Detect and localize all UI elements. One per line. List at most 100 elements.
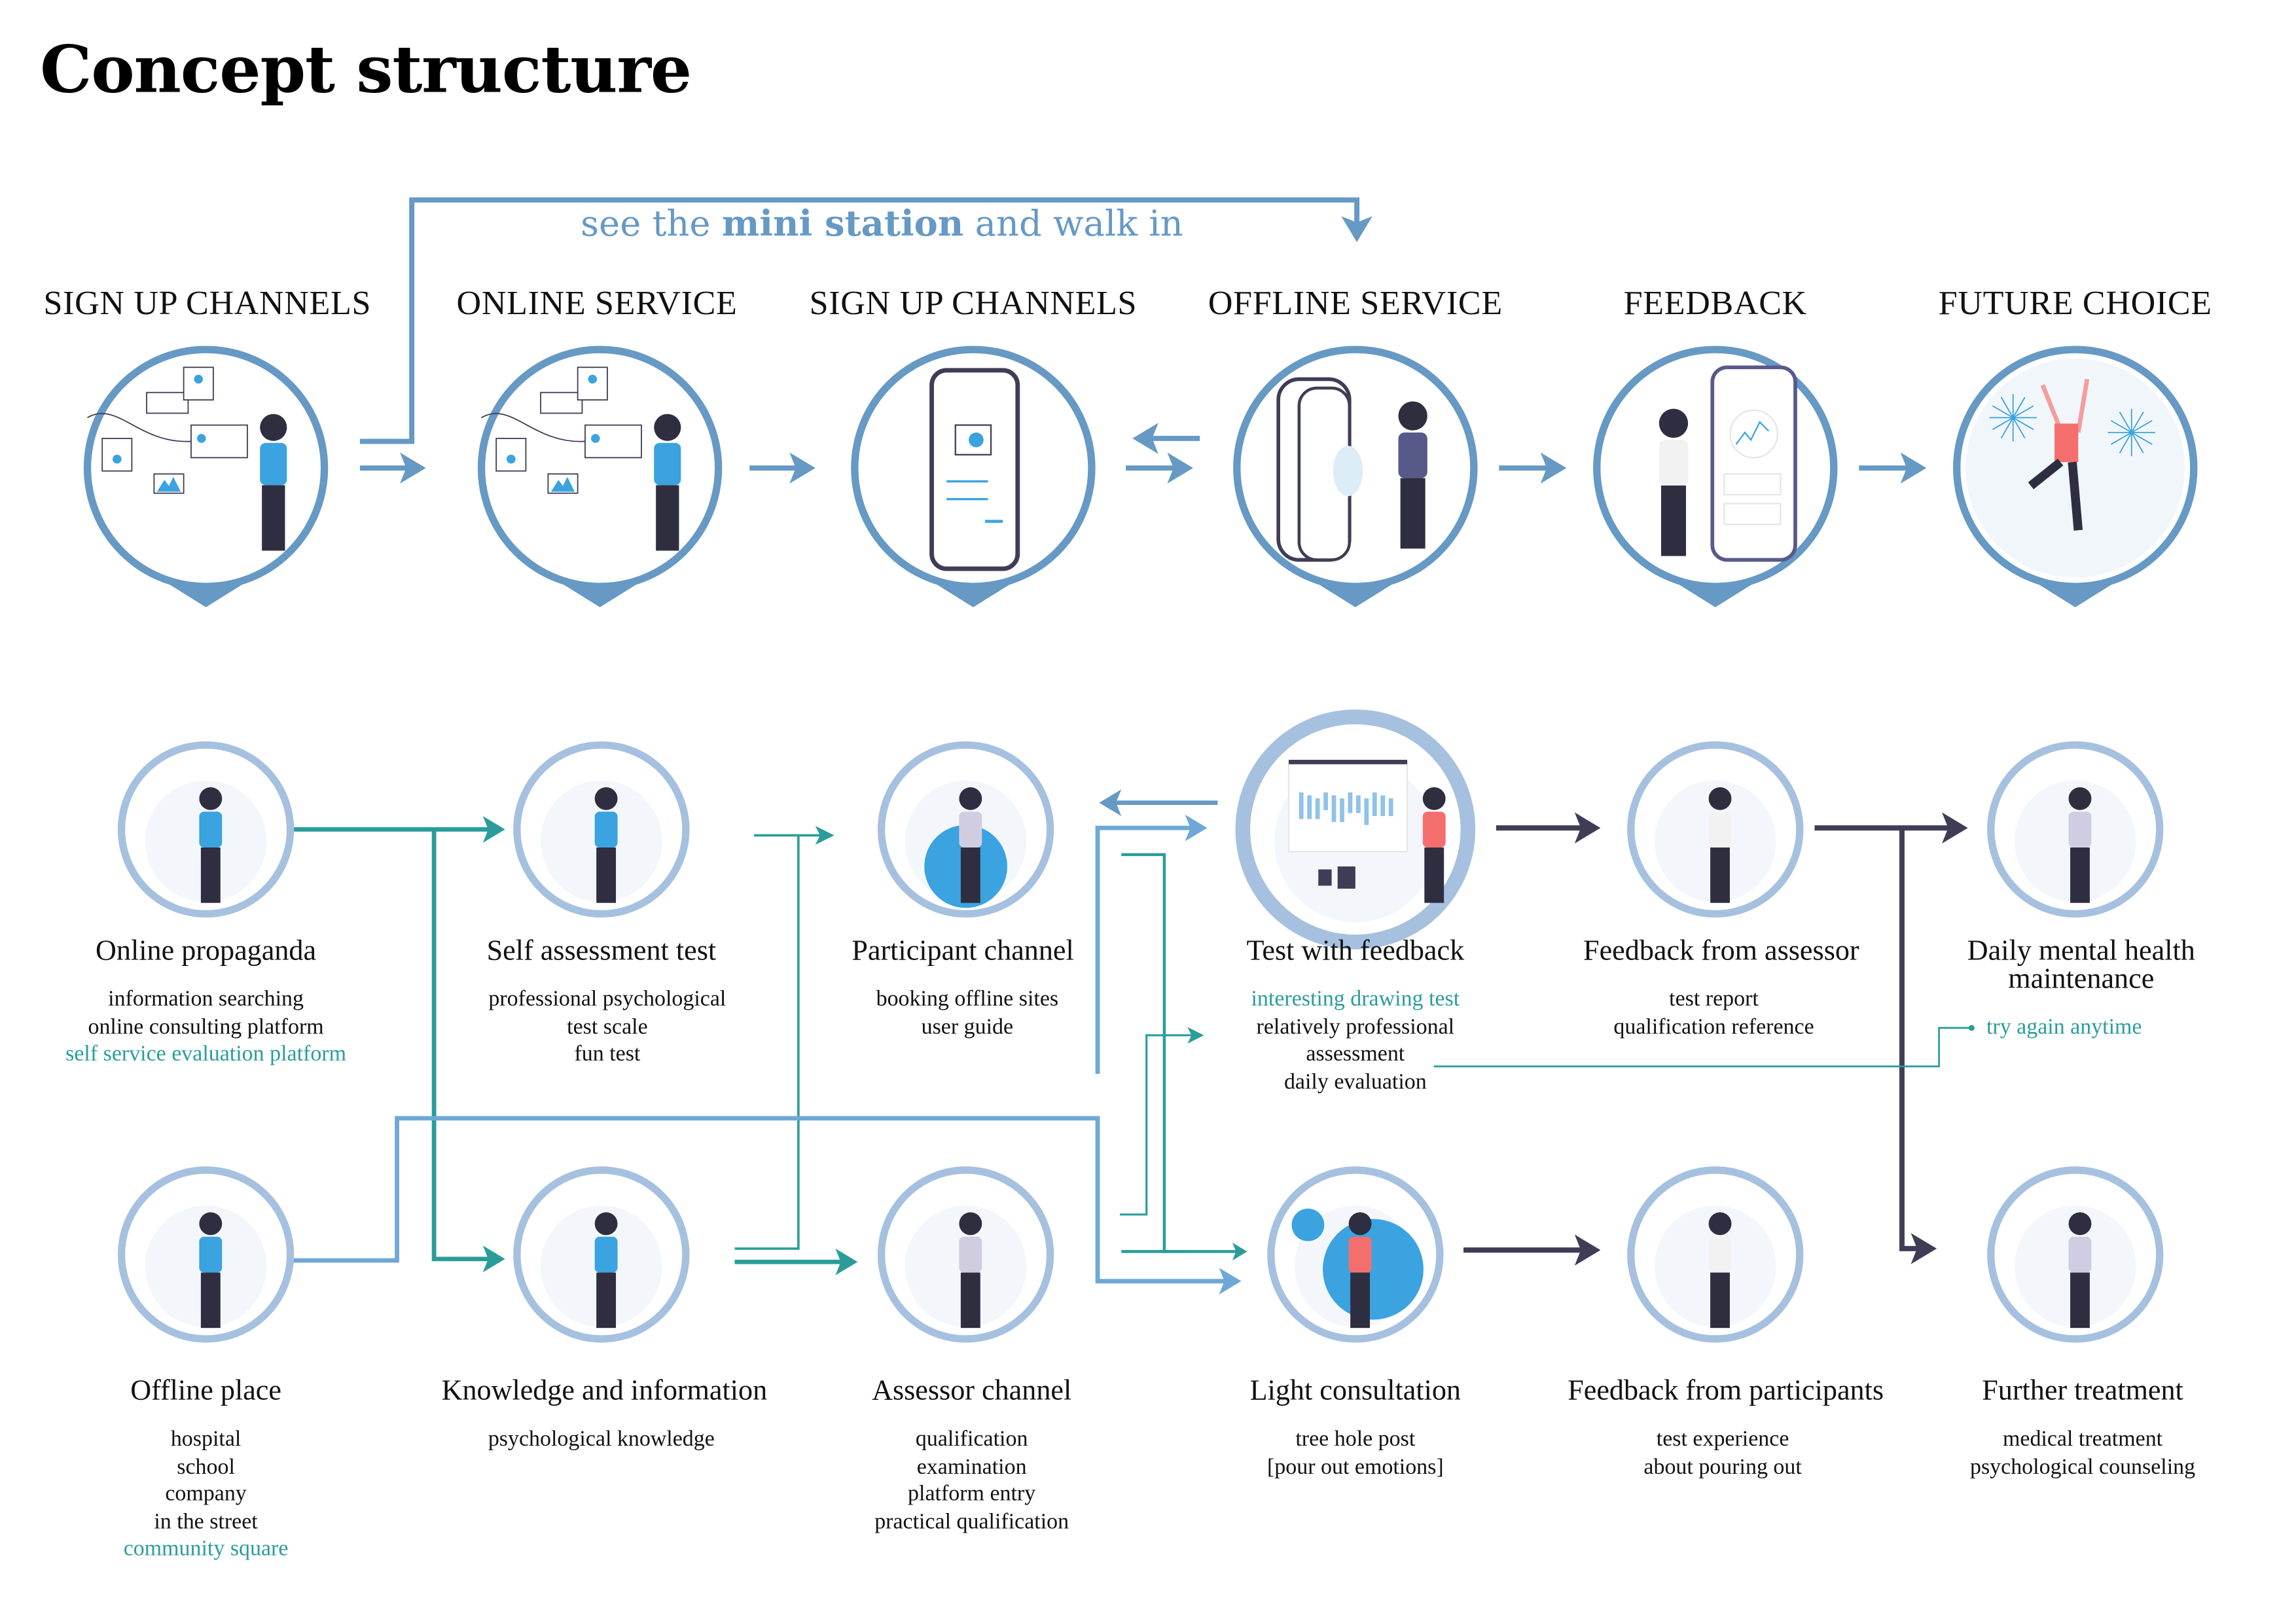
connector-knowledge-to-participant (734, 835, 800, 1250)
node-desc-online-propaganda: information searching online consulting … (13, 986, 398, 1069)
person-body-icon (594, 1236, 618, 1273)
node-title-light-consultation: Light consultation (1249, 1376, 1462, 1408)
node-desc-offline-place: hospital school company in the street co… (13, 1426, 398, 1563)
person-legs-icon (262, 485, 285, 551)
stage-label-online-service: ONLINE SERVICE (456, 284, 738, 322)
person-body-icon (594, 812, 618, 848)
person-legs-icon (200, 847, 221, 903)
desc-line: about pouring out (1643, 1455, 1802, 1480)
person-legs-icon (1710, 1272, 1730, 1329)
stage-pin-2 (477, 346, 723, 607)
desc-line: test scale (567, 1015, 648, 1039)
person-legs-icon (2070, 1272, 2090, 1329)
woman-connecting-cards-illustration (481, 366, 681, 551)
person-head-icon (260, 414, 287, 441)
node-title-offline-place: Offline place (130, 1376, 281, 1408)
assessor-channel-illustration (905, 1205, 1027, 1329)
person-legs-icon (960, 1272, 980, 1329)
daily-health-illustration (2014, 780, 2136, 903)
node-circle-mid-2 (513, 741, 690, 918)
node-desc-further-treatment: medical treatment psychological counseli… (1890, 1426, 2275, 1481)
desc-line: fun test (574, 1043, 641, 1067)
person-body-icon (959, 1236, 982, 1273)
connector-offline-place (291, 1116, 1242, 1295)
knowledge-website-illustration (540, 1205, 662, 1329)
desc-line: professional psychological (488, 988, 726, 1012)
stage-label-feedback: FEEDBACK (1623, 284, 1807, 322)
desc-line: qualification reference (1613, 1015, 1814, 1039)
person-legs-icon (596, 1272, 617, 1329)
connector-daily-evaluation-to-try-again (1433, 1027, 1972, 1067)
person-body-icon (1708, 1236, 1732, 1273)
node-desc-participant-channel: booking offline sites user guide (775, 986, 1160, 1041)
person-body-icon (1348, 1236, 1372, 1273)
person-body-icon (2068, 1236, 2092, 1273)
desc-line-highlight: self service evaluation platform (65, 1043, 347, 1067)
desc-line: hospital (170, 1427, 242, 1452)
node-title-test-with-feedback: Test with feedback (1246, 936, 1465, 967)
stage-label-offline-service: OFFLINE SERVICE (1208, 284, 1503, 322)
person-legs-icon (1350, 1272, 1371, 1329)
desc-line: in the street (154, 1510, 258, 1535)
smartphone-app-illustration (929, 368, 1020, 571)
person-head-icon (199, 1212, 223, 1236)
person-legs-icon (1660, 485, 1686, 556)
person-legs-icon (1424, 847, 1444, 903)
node-circle-bot-2 (513, 1166, 690, 1343)
node-title-participant-channel: Participant channel (852, 936, 1074, 967)
node-title-assessor-channel: Assessor channel (872, 1376, 1072, 1408)
person-head-icon (594, 787, 618, 810)
desc-line: school (177, 1455, 235, 1480)
person-body-icon (199, 1236, 223, 1273)
connector-assessor-to-test (1119, 1027, 1204, 1216)
person-head-icon (2068, 1212, 2092, 1236)
desc-line: qualification (915, 1427, 1028, 1452)
node-title-knowledge-information: Knowledge and information (441, 1376, 768, 1408)
person-legs-icon (596, 847, 617, 903)
person-legs-icon (960, 847, 980, 903)
person-legs-icon (200, 1272, 221, 1329)
woman-at-mini-station-illustration (1276, 377, 1427, 562)
person-head-icon (1398, 401, 1427, 431)
person-body-icon (959, 812, 982, 848)
connector-dot (1968, 1025, 1975, 1031)
assessor-report-illustration (1654, 780, 1776, 903)
node-circle-mid-3 (877, 741, 1054, 918)
node-circle-bot-4 (1267, 1166, 1444, 1343)
desc-line: test report (1669, 988, 1759, 1012)
arrow-assessor-to-further (1899, 828, 1937, 1264)
person-head-icon (2068, 787, 2092, 810)
stage-pin-4 (1233, 346, 1478, 607)
node-title-feedback-from-assessor: Feedback from assessor (1583, 936, 1859, 967)
person-head-icon (1708, 787, 1732, 810)
person-head-icon (1659, 408, 1689, 438)
woman-jumping-fireworks-illustration (1965, 358, 2185, 578)
person-body-icon (2068, 812, 2092, 848)
stage-pin-6 (1953, 346, 2198, 607)
page-title: Concept structure (40, 32, 692, 109)
person-body-icon (1422, 812, 1446, 848)
node-title-self-assessment-test: Self assessment test (486, 936, 717, 967)
node-circle-bot-1 (117, 1166, 295, 1343)
stage-pin-3 (851, 346, 1096, 607)
node-circle-mid-4 (1235, 709, 1476, 950)
annotation-prefix: see the (581, 203, 722, 245)
desc-line: examination (916, 1455, 1027, 1480)
annotation-emphasis: mini station (721, 201, 964, 245)
person-head-icon (654, 414, 681, 441)
self-assessment-booth-illustration (540, 780, 662, 903)
woman-connecting-cards-illustration (87, 366, 287, 551)
desc-line: booking offline sites (876, 988, 1059, 1012)
desc-line-highlight: community square (123, 1538, 289, 1562)
offline-place-illustration (145, 1205, 267, 1329)
person-body-icon (1659, 440, 1689, 486)
desc-line: practical qualification (874, 1510, 1069, 1535)
person-legs-icon (1710, 847, 1730, 903)
desc-line: [pour out emotions] (1266, 1455, 1444, 1480)
stage-pin-5 (1593, 346, 1838, 607)
connector-propaganda-to-knowledge (431, 829, 505, 1273)
participant-channel-illustration (905, 780, 1027, 908)
stage-label-future-choice: FUTURE CHOICE (1938, 284, 2212, 322)
